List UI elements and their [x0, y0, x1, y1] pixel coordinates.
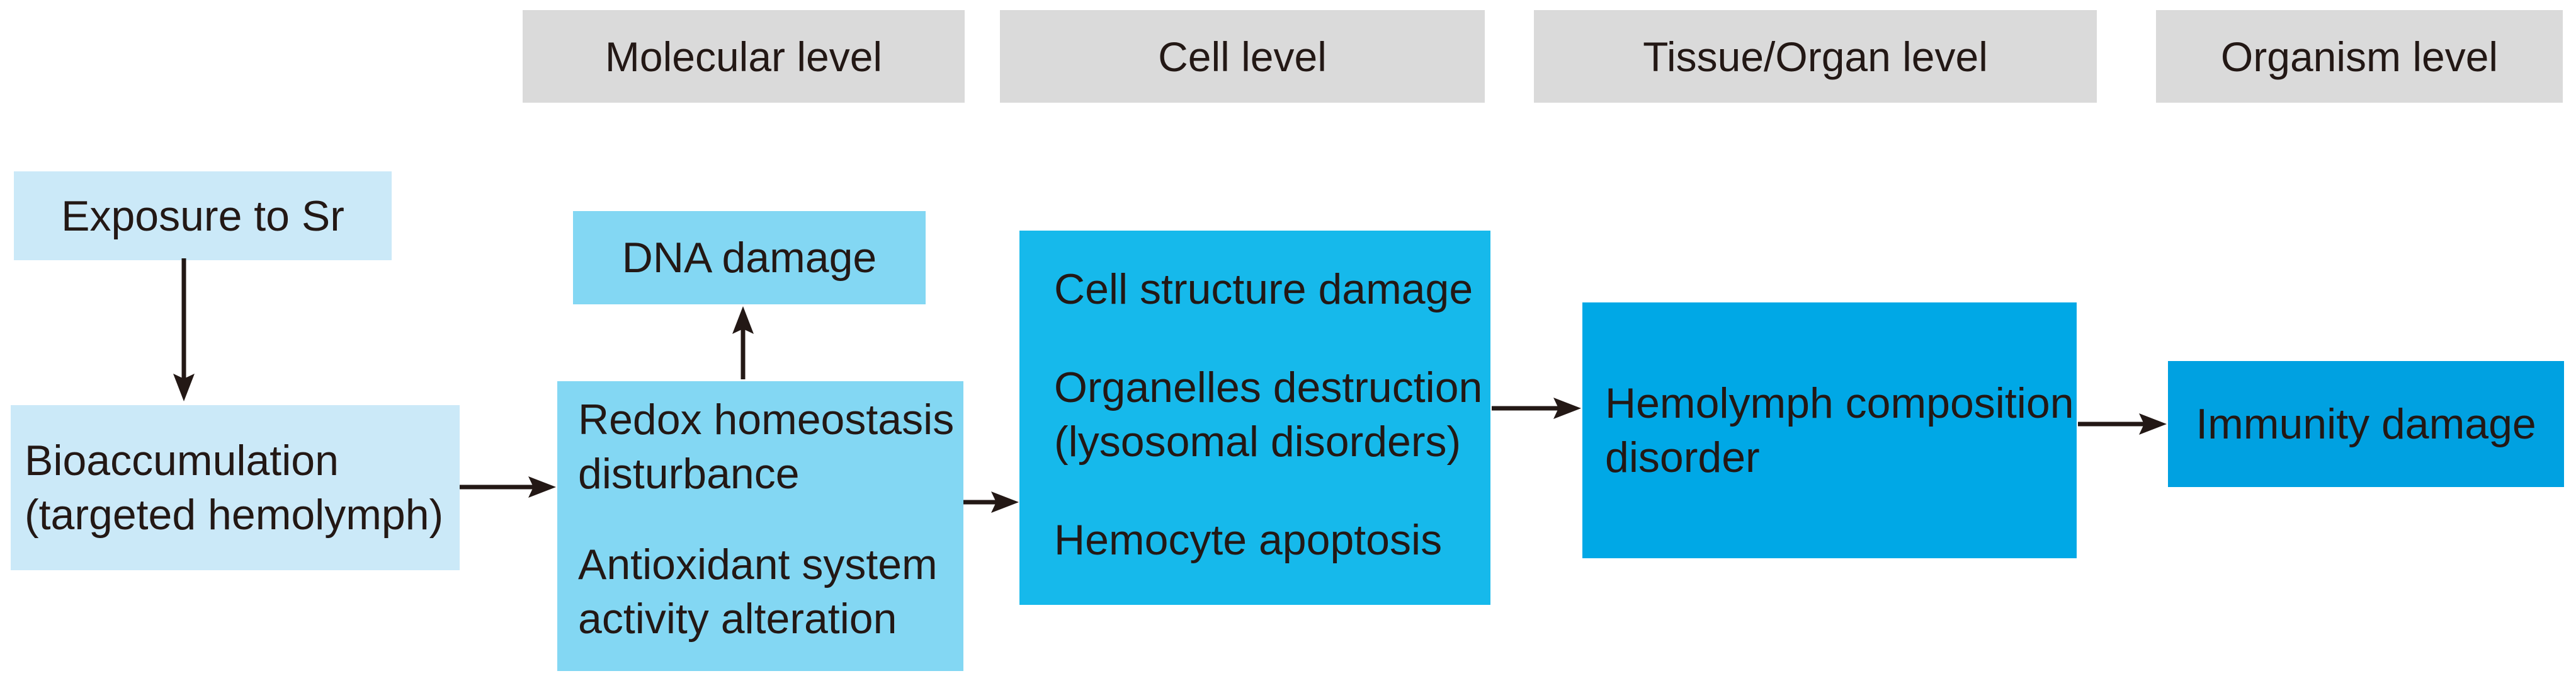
- node-redox-homeostasis: Redox homeostasis disturbance Antioxidan…: [557, 381, 963, 671]
- level-header-cell-label: Cell level: [1158, 33, 1327, 80]
- node-immunity-damage-label: Immunity damage: [2196, 400, 2536, 448]
- node-redox-disturbance-label: Redox homeostasis disturbance: [578, 396, 955, 498]
- arrow-redox-to-dna-damage: [732, 306, 754, 379]
- arrow-cell-effects-to-hemolymph: [1492, 398, 1581, 419]
- node-immunity-damage: Immunity damage: [2168, 361, 2564, 487]
- node-bioaccumulation-label: Bioaccumulation (targeted hemolymph): [25, 437, 444, 539]
- level-header-cell: Cell level: [1000, 10, 1485, 103]
- node-exposure-to-sr: Exposure to Sr: [14, 171, 392, 260]
- node-antioxidant-alteration-label: Antioxidant system activity alteration: [578, 541, 938, 643]
- node-cell-effects: Cell structure damage Organelles destruc…: [1019, 231, 1490, 605]
- arrow-redox-to-cell-effects: [963, 491, 1019, 513]
- node-organelles-destruction-label: Organelles destruction (lysosomal disord…: [1054, 364, 1483, 466]
- node-hemolymph-disorder-label: Hemolymph composition disorder: [1605, 379, 2074, 481]
- arrow-exposure-to-bioaccumulation: [173, 258, 195, 401]
- node-dna-damage-label: DNA damage: [621, 234, 877, 282]
- level-header-organism: Organism level: [2156, 10, 2563, 103]
- node-hemocyte-apoptosis-label: Hemocyte apoptosis: [1054, 516, 1443, 564]
- arrow-hemolymph-to-immunity: [2078, 413, 2167, 435]
- level-header-organism-label: Organism level: [2220, 33, 2499, 80]
- level-header-tissue-organ-label: Tissue/Organ level: [1643, 33, 1988, 80]
- node-dna-damage: DNA damage: [573, 211, 926, 304]
- arrow-bioaccumulation-to-redox: [460, 476, 556, 498]
- node-cell-structure-damage-label: Cell structure damage: [1054, 265, 1473, 313]
- level-header-tissue-organ: Tissue/Organ level: [1534, 10, 2097, 103]
- node-exposure-to-sr-label: Exposure to Sr: [61, 192, 344, 240]
- node-hemolymph-disorder: Hemolymph composition disorder: [1582, 302, 2077, 558]
- node-bioaccumulation: Bioaccumulation (targeted hemolymph): [11, 405, 460, 570]
- level-header-molecular: Molecular level: [523, 10, 965, 103]
- level-header-molecular-label: Molecular level: [604, 33, 883, 80]
